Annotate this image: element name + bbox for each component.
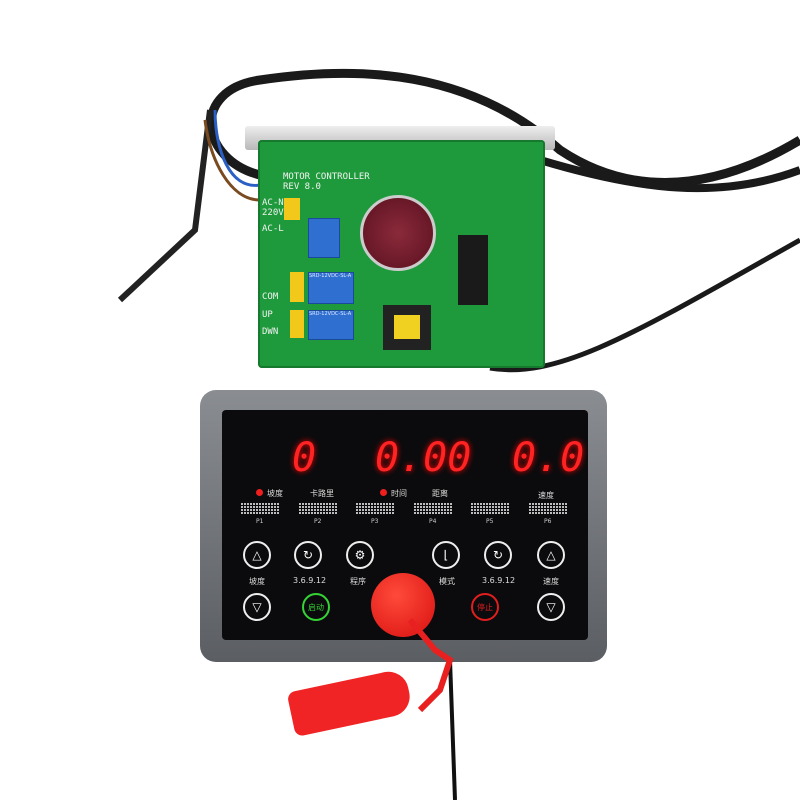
quick-speed-button[interactable]: ↻ [484, 541, 512, 569]
board-title: MOTOR CONTROLLER [283, 172, 370, 182]
safety-key[interactable] [371, 573, 435, 637]
calories-label: 卡路里 [310, 489, 334, 498]
capacitor [290, 272, 304, 302]
incline-label: 坡度 [256, 488, 283, 499]
label-dwn: DWN [262, 327, 279, 337]
program-profile-p5 [471, 503, 509, 515]
speed-down-button[interactable]: ▽ [537, 593, 565, 621]
program-profile-p1 [241, 503, 279, 515]
incline-button-label: 坡度 [249, 577, 265, 586]
relay: SRD-12VDC-SL-A [308, 272, 354, 304]
triangle-down-icon: ▽ [252, 600, 262, 614]
capacitor [284, 198, 300, 220]
cycle-icon: ↻ [302, 548, 314, 562]
triangle-down-icon: ▽ [546, 600, 556, 614]
speed-up-button[interactable]: △ [537, 541, 565, 569]
incline-down-button[interactable]: ▽ [243, 593, 271, 621]
relay [308, 218, 340, 258]
relay: SRD-12VDC-SL-A [308, 310, 354, 340]
indicator-icon [380, 489, 387, 496]
time-label: 时间 [380, 488, 407, 499]
mode-button[interactable]: ⌊ [432, 541, 460, 569]
speed-label: 速度 [538, 491, 554, 500]
label-com: COM [262, 292, 279, 302]
label-ac-n: AC-N [262, 198, 284, 208]
label-up: UP [262, 310, 273, 320]
transformer [383, 305, 431, 350]
program-label: 程序 [350, 577, 366, 586]
quick-incline-button[interactable]: ↻ [294, 541, 322, 569]
program-profile-p2 [299, 503, 337, 515]
indicator-icon [256, 489, 263, 496]
mode-icon: ⌊ [443, 548, 449, 562]
electrolytic-capacitor [360, 195, 436, 271]
program-profile-p3 [356, 503, 394, 515]
speed-display: 0.0 [512, 435, 585, 481]
motor-controller-board: MOTOR CONTROLLER REV 8.0 AC-N 220V AC-L … [258, 140, 545, 368]
capacitor [290, 310, 304, 338]
label-220v: 220V [262, 208, 284, 218]
speed-button-label: 速度 [543, 577, 559, 586]
program-label: P6 [544, 518, 552, 525]
program-label: P5 [486, 518, 494, 525]
chip [458, 235, 488, 305]
cycle-icon: ↻ [492, 548, 504, 562]
incline-up-button[interactable]: △ [243, 541, 271, 569]
program-profile-p4 [414, 503, 452, 515]
start-button[interactable]: 启动 [302, 593, 330, 621]
stop-button[interactable]: 停止 [471, 593, 499, 621]
gear-icon: ⚙ [354, 548, 366, 562]
distance-label: 距离 [432, 489, 448, 498]
program-label: P2 [314, 518, 322, 525]
program-label: P3 [371, 518, 379, 525]
program-button[interactable]: ⚙ [346, 541, 374, 569]
program-label: P1 [256, 518, 264, 525]
incline-display: 0 [292, 435, 317, 481]
safety-cord [407, 618, 454, 713]
board-rev: REV 8.0 [283, 182, 321, 192]
label-ac-l: AC-L [262, 224, 284, 234]
mode-label: 模式 [439, 577, 455, 586]
time-display: 0.00 [375, 435, 472, 481]
quick-incline-label: 3.6.9.12 [293, 576, 327, 585]
program-profile-p6 [529, 503, 567, 515]
triangle-up-icon: △ [546, 548, 556, 562]
triangle-up-icon: △ [252, 548, 262, 562]
quick-speed-label: 3.6.9.12 [482, 576, 516, 585]
program-label: P4 [429, 518, 437, 525]
